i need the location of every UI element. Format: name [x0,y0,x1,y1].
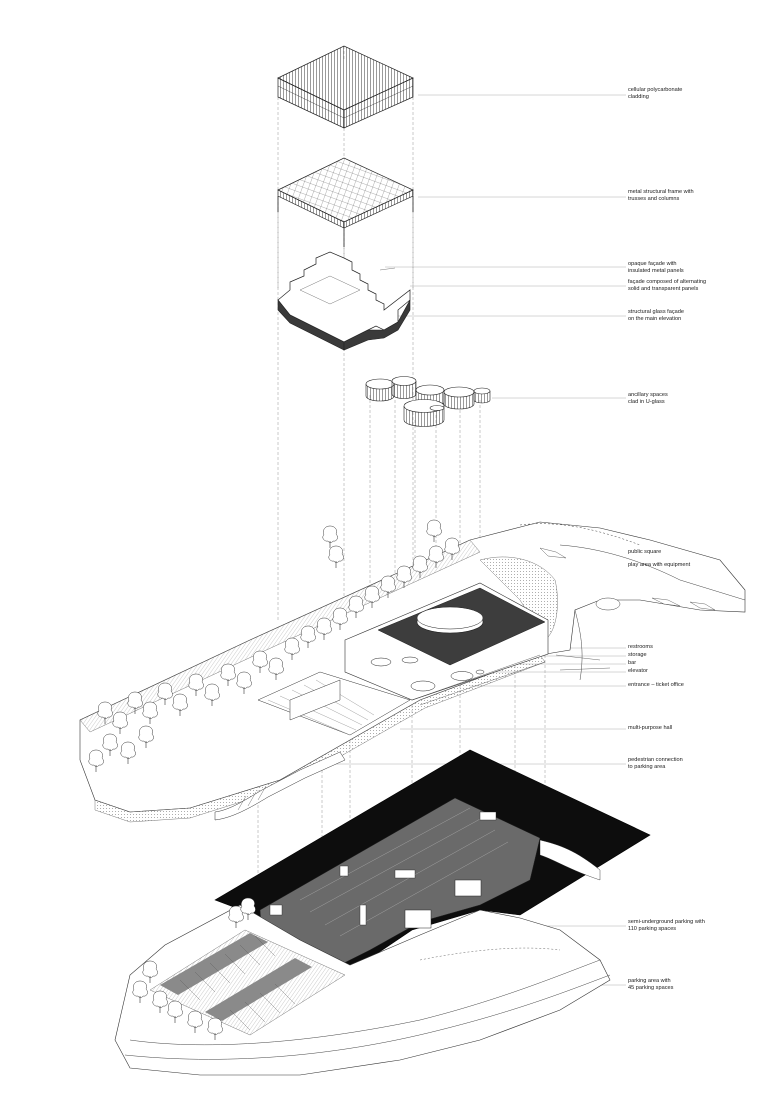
label-bar: bar [628,660,637,666]
label-frame: metal structural frame with trusses and … [628,189,694,202]
label-restrooms: restrooms [628,644,653,650]
metal-structural-frame [277,157,414,247]
label-elevator: elevator [628,668,648,674]
label-glass-facade: structural glass façade on the main elev… [628,309,684,322]
parking-levels [114,749,651,1076]
polycarbonate-cladding-volume [277,45,414,129]
label-pedestrian-connection: pedestrian connection to parking area [628,757,683,770]
ancillary-cylinders [365,376,491,427]
site-ground-level [79,521,746,823]
label-public-square: public square [628,549,662,555]
label-multi-purpose-hall: multi-purpose hall [628,725,673,731]
label-storage: storage [628,652,647,658]
stepped-facade-volume [277,251,411,351]
label-underground-parking: semi-underground parking with 110 parkin… [628,919,705,932]
label-play-area: play area with equipment [628,562,691,568]
label-cladding: cellular polycarbonate cladding [628,87,683,100]
label-alternating-facade: façade composed of alternating solid and… [628,279,707,292]
label-entrance: entrance – ticket office [628,682,684,688]
label-surface-parking: parking area with 45 parking spaces [628,978,674,991]
label-ancillary-spaces: ancillary spaces clad in U-glass [628,392,668,405]
label-opaque-facade: opaque façade with insulated metal panel… [628,261,684,274]
